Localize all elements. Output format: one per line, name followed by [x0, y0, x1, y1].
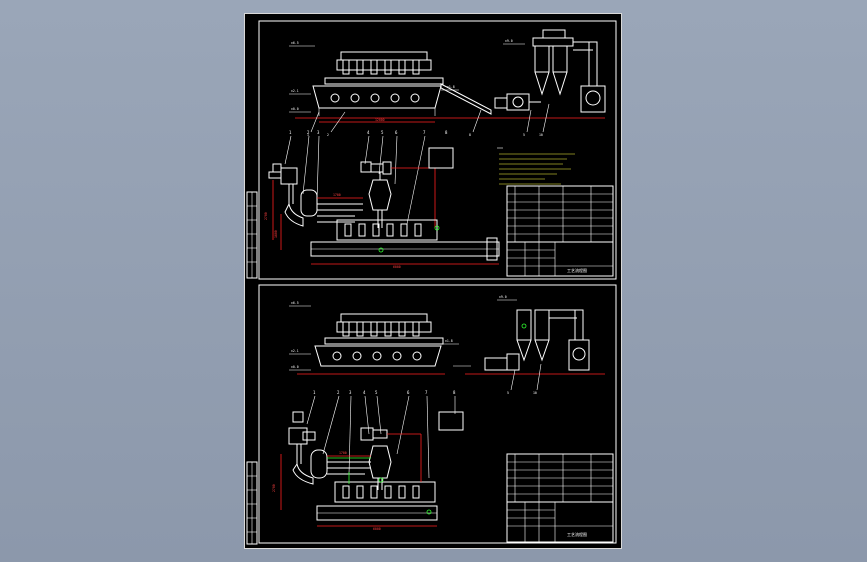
callout-b-6: 6 [407, 390, 410, 395]
svg-text:2: 2 [327, 133, 329, 137]
callout-b-3: 3 [349, 390, 352, 395]
svg-text:±1.8: ±1.8 [445, 339, 453, 343]
callout-b-1: 1 [313, 390, 316, 395]
callout-6: 6 [395, 130, 398, 135]
callout-b-7: 7 [425, 390, 428, 395]
callout-8: 8 [445, 130, 448, 135]
top-panel: 12000 ±6.5 ±2.1 ±0.0 ±1.8 [258, 20, 617, 280]
svg-text:±9.0: ±9.0 [505, 39, 513, 43]
callout-b-5: 5 [375, 390, 378, 395]
top-cyclone-elevation: ±9.0 [494, 29, 606, 113]
bottom-title-block: 工艺流程图 [506, 453, 614, 543]
svg-text:12000: 12000 [375, 118, 385, 122]
callout-5: 5 [381, 130, 384, 135]
svg-text:±2.1: ±2.1 [291, 349, 299, 353]
svg-text:±0.0: ±0.0 [291, 107, 299, 111]
binding-strip-top [246, 191, 258, 279]
svg-text:1700: 1700 [339, 451, 347, 455]
drawing-sheet: 12000 ±6.5 ±2.1 ±0.0 ±1.8 [244, 13, 622, 549]
bottom-frame [258, 284, 617, 544]
top-dryer-elevation: 12000 ±6.5 ±2.1 ±0.0 ±1.8 [289, 41, 605, 123]
svg-text:10: 10 [539, 133, 543, 137]
callout-b-4: 4 [363, 390, 366, 395]
top-title-block: 工艺流程图 [506, 185, 614, 277]
bottom-process-flow: 6000 2700 1700 [272, 395, 464, 531]
svg-text:±2.1: ±2.1 [291, 89, 299, 93]
title-block-top-name: 工艺流程图 [567, 267, 587, 273]
top-tech-notes [497, 147, 575, 185]
callout-2: 2 [307, 130, 310, 135]
svg-text:6000: 6000 [373, 527, 381, 531]
svg-text:±0.0: ±0.0 [291, 365, 299, 369]
svg-text:2700: 2700 [264, 212, 268, 220]
svg-text:5: 5 [523, 133, 525, 137]
callout-3: 3 [317, 130, 320, 135]
callout-4: 4 [367, 130, 370, 135]
svg-text:±9.0: ±9.0 [499, 295, 507, 299]
callout-7: 7 [423, 130, 426, 135]
bottom-panel: ±6.5 ±2.1 ±0.0 ±1.8 [258, 284, 617, 544]
callout-b-8: 8 [453, 390, 456, 395]
svg-text:±6.5: ±6.5 [291, 301, 299, 305]
bottom-dryer-elevation: ±6.5 ±2.1 ±0.0 ±1.8 [289, 301, 459, 375]
cad-drawing: 12000 ±6.5 ±2.1 ±0.0 ±1.8 [246, 20, 617, 545]
svg-text:1800: 1800 [274, 230, 278, 238]
svg-text:6000: 6000 [393, 265, 401, 269]
title-block-bottom-name: 工艺流程图 [567, 531, 587, 537]
callout-b-2: 2 [337, 390, 340, 395]
top-frame [258, 20, 617, 280]
svg-text:±1.8: ±1.8 [447, 85, 455, 89]
top-elevation-callouts: 1 2 8 5 10 [307, 103, 550, 137]
svg-text:8: 8 [469, 133, 471, 137]
svg-text:±6.5: ±6.5 [291, 41, 299, 45]
svg-text:1: 1 [307, 133, 309, 137]
callout-1: 1 [289, 130, 292, 135]
top-callout-numbers: 1 2 3 4 5 6 7 8 [289, 130, 448, 135]
binding-strip-bottom [246, 461, 258, 545]
svg-text:10: 10 [533, 391, 537, 395]
bottom-callout-numbers: 1 2 3 4 5 6 7 8 [313, 390, 456, 395]
bottom-cyclone-elevation: ±9.0 5 10 [453, 295, 605, 395]
svg-text:2700: 2700 [272, 484, 276, 492]
top-process-flow: 1 2 3 4 5 6 7 8 [264, 130, 500, 269]
svg-text:5: 5 [507, 391, 509, 395]
svg-text:1700: 1700 [333, 193, 341, 197]
